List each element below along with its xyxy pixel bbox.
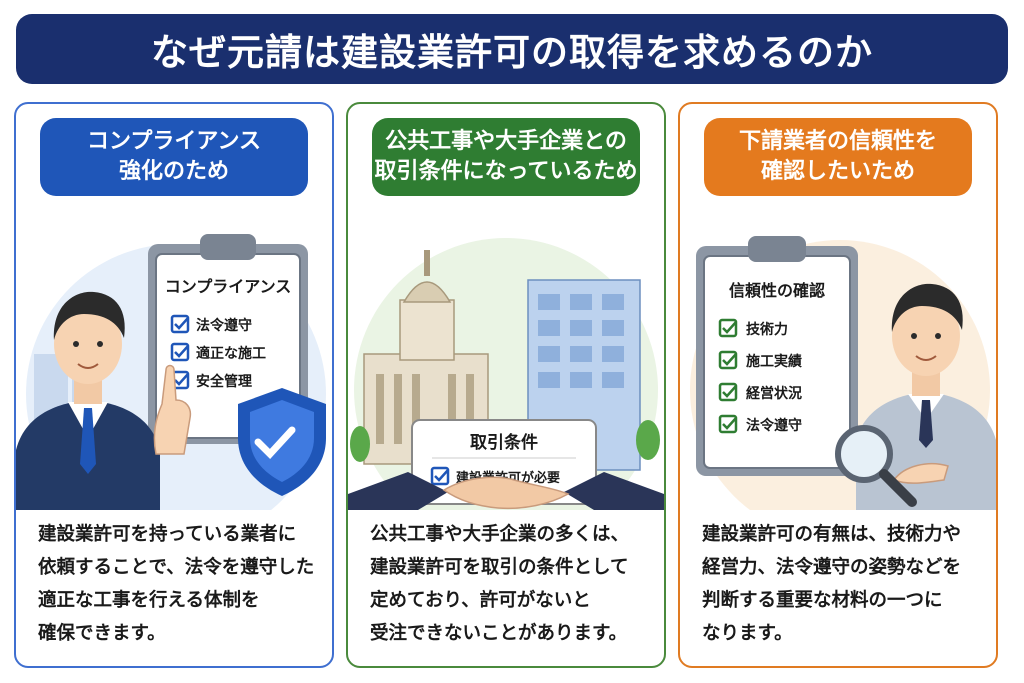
checklist-item: 施工実績	[746, 353, 802, 370]
card-body-line: 定めており、許可がないと	[370, 590, 591, 611]
card-body: 公共工事や大手企業の多くは、 建設業許可を取引の条件として 定めており、許可がな…	[370, 518, 650, 650]
check-icon	[430, 466, 450, 486]
shield-icon	[238, 388, 326, 496]
card-heading-line: 強化のため	[118, 159, 229, 184]
card-heading-line: コンプライアンス	[86, 129, 262, 155]
magnifier-icon	[835, 425, 917, 507]
card-body: 建設業許可を持っている業者に 依頼することで、法令を遵守した 適正な工事を行える…	[38, 518, 318, 650]
card-heading-line: 下請業者の信頼性を	[738, 129, 937, 155]
card-body-line: 判断する重要な材料の一つに	[702, 590, 943, 611]
checklist-item: 経営状況	[746, 385, 802, 402]
clipboard-icon: コンプライアンス 法令遵守 適正な施工 安全管理	[148, 234, 308, 444]
card-heading-line: 取引条件になっているため	[374, 159, 638, 184]
title-banner: なぜ元請は建設業許可の取得を求めるのか	[16, 14, 1008, 84]
checklist-item: 法令遵守	[746, 417, 802, 434]
check-icon	[718, 318, 738, 338]
card-body-line: なります。	[702, 623, 793, 644]
card-body-line: 建設業許可を取引の条件として	[370, 557, 629, 578]
handshake-icon	[348, 472, 664, 510]
checklist-item: 技術力	[746, 321, 788, 338]
card-heading: 公共工事や大手企業との 取引条件になっているため	[372, 118, 640, 196]
checklist-item: 安全管理	[196, 373, 252, 390]
card-heading-line: 確認したいため	[760, 159, 915, 184]
card-body-line: 経営力、法令遵守の姿勢などを	[702, 557, 962, 578]
check-icon	[170, 342, 190, 362]
businessman-figure	[16, 291, 192, 510]
card-body-line: 受注できないことがあります。	[370, 623, 628, 644]
checklist-item: 法令遵守	[196, 317, 252, 334]
clipboard-icon: 信頼性の確認 技術力 施工実績 経営状況 法令遵守	[696, 236, 858, 476]
card-body-line: 確保できます。	[38, 623, 166, 644]
card-compliance: コンプライアンス 強化のため コンプライアンス 法令遵守 適正な施工	[14, 102, 334, 668]
card-body-line: 公共工事や大手企業の多くは、	[370, 524, 630, 545]
card-body-line: 建設業許可の有無は、技術力や	[702, 524, 962, 545]
card-body-line: 適正な工事を行える体制を	[38, 590, 260, 611]
board-title: コンプライアンス	[165, 277, 292, 296]
card-body-line: 建設業許可を持っている業者に	[38, 524, 297, 545]
reliability-illustration: 信頼性の確認 技術力 施工実績 経営状況 法令遵守	[680, 204, 996, 510]
check-icon	[170, 314, 190, 334]
board-title: 信頼性の確認	[729, 281, 825, 300]
card-heading: コンプライアンス 強化のため	[40, 118, 308, 196]
checklist-item: 適正な施工	[196, 345, 266, 362]
card-body: 建設業許可の有無は、技術力や 経営力、法令遵守の姿勢などを 判断する重要な材料の…	[702, 518, 982, 650]
trade-illustration: 取引条件 建設業許可が必要	[348, 204, 664, 510]
card-heading: 下請業者の信頼性を 確認したいため	[704, 118, 972, 196]
card-reliability: 下請業者の信頼性を 確認したいため 信頼性の確認 技術力 施工実績 経営状況 法…	[678, 102, 998, 668]
check-icon	[718, 350, 738, 370]
card-body-line: 依頼することで、法令を遵守した	[38, 557, 315, 578]
sign-title: 取引条件	[470, 432, 538, 453]
card-trade-conditions: 公共工事や大手企業との 取引条件になっているため	[346, 102, 666, 668]
check-icon	[718, 414, 738, 434]
check-icon	[718, 382, 738, 402]
compliance-illustration: コンプライアンス 法令遵守 適正な施工 安全管理	[16, 204, 332, 510]
card-heading-line: 公共工事や大手企業との	[385, 129, 627, 155]
page-title: なぜ元請は建設業許可の取得を求めるのか	[151, 31, 873, 74]
